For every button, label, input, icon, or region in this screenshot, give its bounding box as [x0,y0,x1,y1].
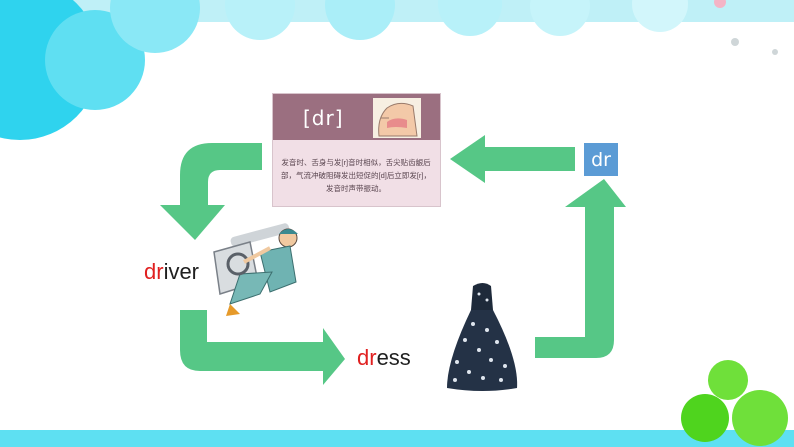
word-dress-prefix: dr [357,345,377,370]
card-phonetic: [dr] [303,106,344,130]
dress-illustration [447,283,518,391]
mouth-diagram [373,98,421,138]
driver-illustration [213,223,298,316]
arrow-left-top [450,135,575,183]
word-dress-rest: ess [376,345,411,370]
arrow-down-right [180,310,345,385]
word-driver-prefix: dr [144,259,164,284]
dr-badge: dr [584,143,618,176]
card-header: [dr] [273,94,440,140]
arrow-curve-down-left [160,143,262,240]
word-dress: dress [357,345,411,371]
word-driver-rest: iver [163,259,200,284]
arrow-up-right [535,179,626,358]
card-description: 发音时、舌身与发[r]音时相似，舌尖贴齿龈后部，气流冲破阻碍发出短促的[d]后立… [281,158,432,193]
pronunciation-card: [dr] 发音时、舌身与发[r]音时相似，舌尖贴齿龈后部，气流冲破阻碍发出短促的… [272,93,441,207]
word-driver: driver [144,259,199,285]
